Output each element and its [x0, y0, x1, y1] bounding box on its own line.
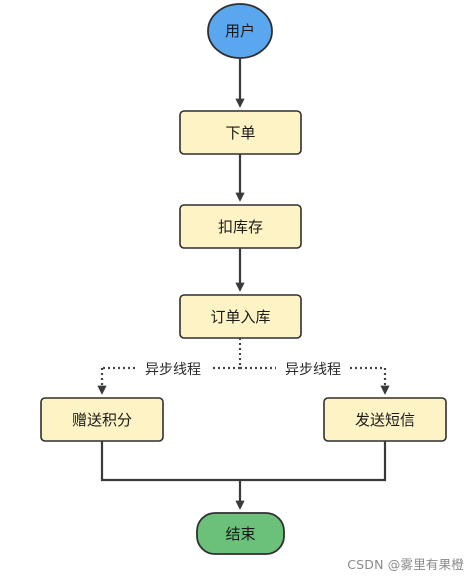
- gift-points-label: 赠送积分: [72, 411, 132, 429]
- order-storage-label: 订单入库: [210, 308, 270, 326]
- process-node-order-storage: 订单入库: [179, 294, 302, 339]
- async-thread-label-right: 异步线程: [285, 362, 341, 378]
- deduct-stock-label: 扣库存: [218, 218, 263, 236]
- watermark-text: CSDN @雾里有果橙: [347, 557, 464, 572]
- process-node-place-order: 下单: [179, 110, 302, 155]
- send-sms-label: 发送短信: [355, 411, 415, 429]
- merge-connector: [100, 441, 387, 510]
- end-node-label: 结束: [225, 525, 255, 543]
- end-node: 结束: [196, 512, 285, 555]
- start-node-user: 用户: [207, 3, 273, 59]
- async-connector: [97, 338, 390, 395]
- start-node-label: 用户: [225, 22, 255, 40]
- place-order-label: 下单: [225, 124, 255, 142]
- async-thread-label-left: 异步线程: [145, 362, 201, 378]
- process-node-gift-points: 赠送积分: [40, 397, 164, 442]
- process-node-deduct-stock: 扣库存: [179, 204, 302, 249]
- process-node-send-sms: 发送短信: [323, 397, 447, 442]
